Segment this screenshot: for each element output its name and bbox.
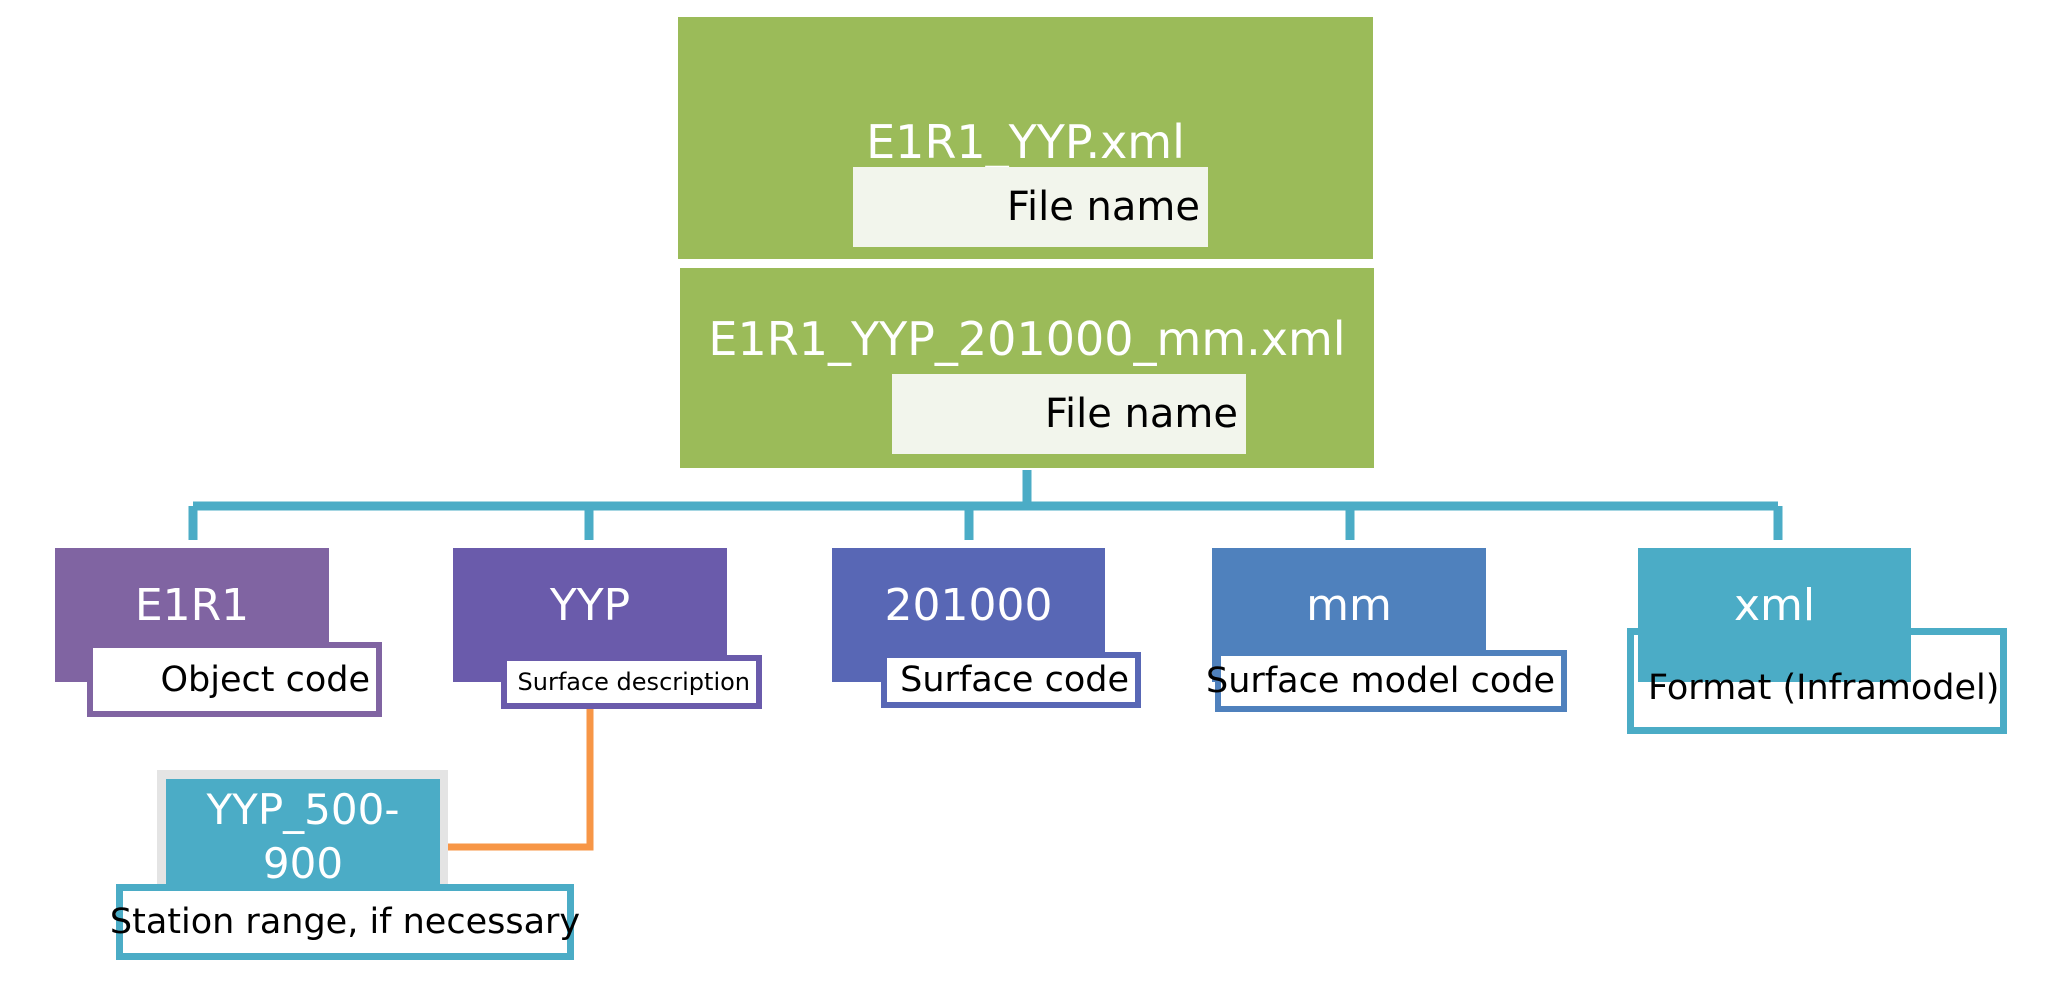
filename-box-1: E1R1_YYP.xml File name xyxy=(678,17,1373,259)
filename-1-title: E1R1_YYP.xml xyxy=(866,115,1185,169)
station-connector xyxy=(448,705,594,851)
filename-box-2: E1R1_YYP_201000_mm.xml File name xyxy=(680,268,1374,468)
station-node: YYP_500- 900 xyxy=(166,779,440,897)
station-code-line-1: YYP_500- xyxy=(206,785,400,834)
part-code-yyp: YYP xyxy=(549,580,631,631)
part-code-xml: xml xyxy=(1733,580,1816,631)
part-caption-yyp: Surface description xyxy=(501,655,762,709)
part-caption-e1r1: Object code xyxy=(87,642,382,717)
part-caption-xml: Format (Inframodel) xyxy=(1627,628,2007,734)
tree-connectors xyxy=(188,470,1783,540)
part-code-e1r1: E1R1 xyxy=(134,580,250,631)
part-code-201000: 201000 xyxy=(884,580,1053,631)
station-code-line-2: 900 xyxy=(262,839,344,888)
part-caption-mm: Surface model code xyxy=(1206,650,1567,712)
part-node-xml: xml xyxy=(1638,548,1911,682)
part-caption-201000: Surface code xyxy=(881,652,1141,708)
filename-1-label: File name xyxy=(853,167,1208,247)
filename-2-title: E1R1_YYP_201000_mm.xml xyxy=(708,312,1346,366)
filename-2-label: File name xyxy=(892,374,1246,454)
station-caption: Station range, if necessary xyxy=(110,884,580,960)
part-code-mm: mm xyxy=(1306,580,1392,631)
